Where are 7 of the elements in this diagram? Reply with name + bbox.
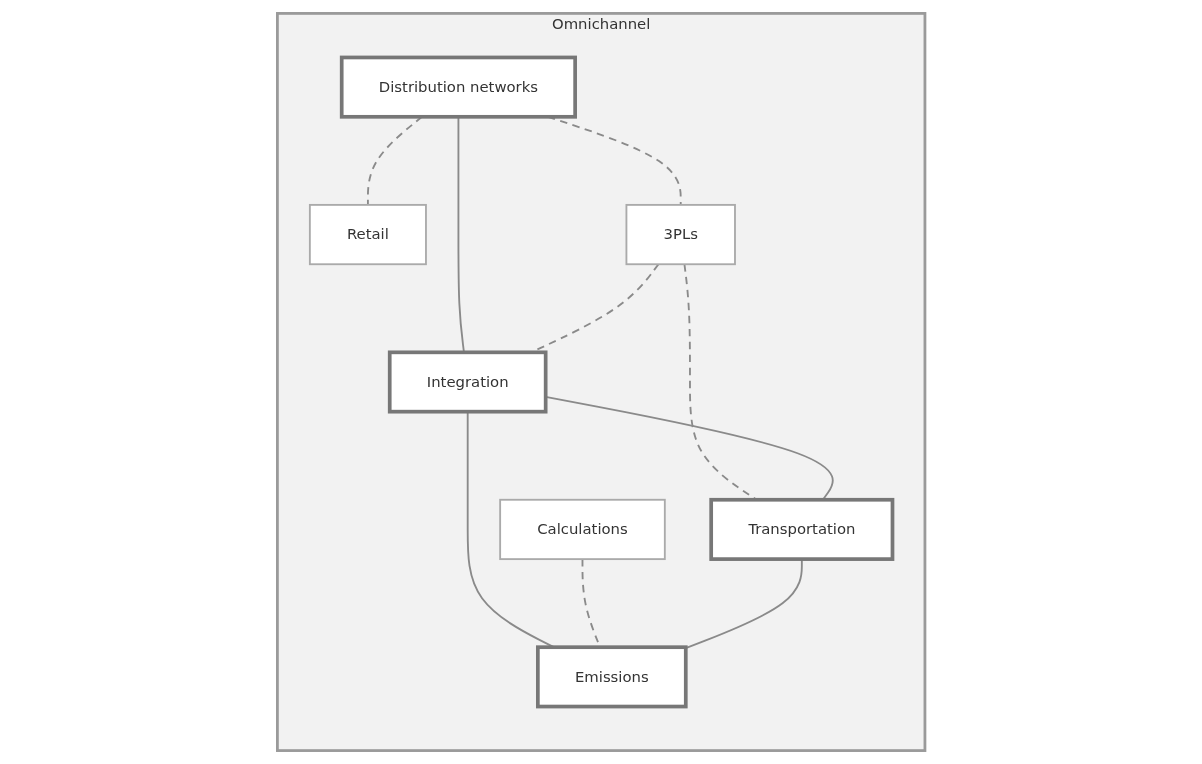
node-box: Integration (387, 350, 548, 414)
node-box: 3PLs (625, 203, 736, 266)
node-box: Distribution networks (339, 55, 577, 119)
node-box: Emissions (535, 645, 688, 709)
node-box: Retail (308, 203, 427, 266)
node-box: Calculations (499, 498, 666, 561)
node-box: Transportation (709, 497, 895, 561)
